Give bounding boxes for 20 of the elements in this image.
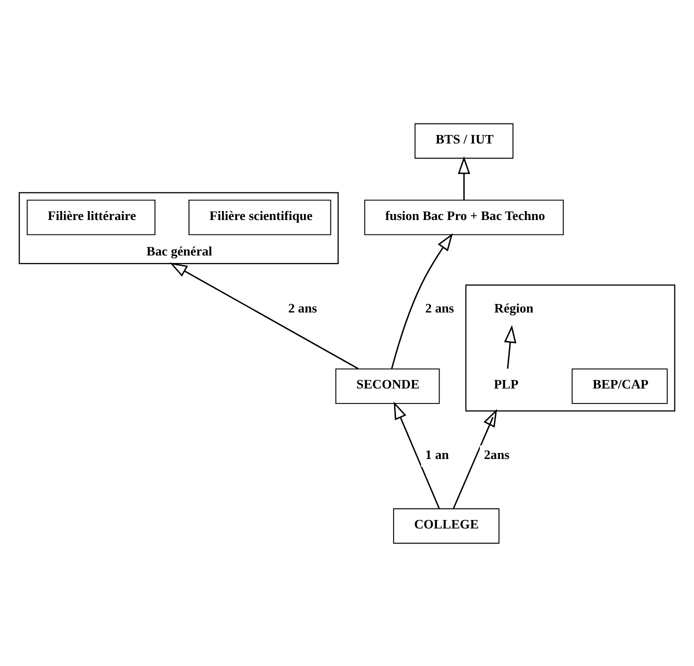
node-box: BEP/CAP	[572, 368, 668, 404]
arrow	[452, 408, 498, 508]
node-box: Filière scientifique	[188, 199, 332, 235]
edge-label: 2 ans	[425, 300, 454, 316]
arrow	[391, 232, 453, 368]
node-box: COLLEGE	[393, 508, 500, 544]
node-text: PLP	[494, 376, 518, 392]
arrow	[170, 262, 359, 369]
edge-label: 1 an	[425, 446, 449, 462]
edge-label: 2 ans	[288, 300, 317, 316]
arrow	[394, 401, 440, 508]
cluster	[465, 284, 676, 411]
node-box: Filière littéraire	[26, 199, 156, 235]
arrow	[458, 156, 470, 200]
edge-label: 2ans	[484, 446, 510, 462]
node-box: fusion Bac Pro + Bac Techno	[364, 199, 564, 235]
arrow	[504, 324, 516, 368]
node-box: SECONDE	[335, 368, 440, 404]
node-box: BTS / IUT	[414, 122, 514, 158]
node-text: Région	[494, 300, 534, 315]
